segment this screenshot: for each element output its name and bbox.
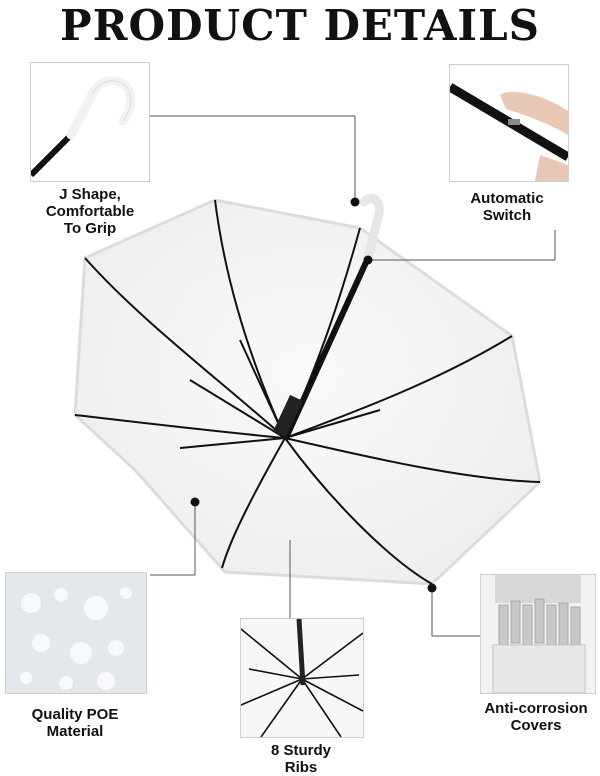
ribs-thumbnail [240, 618, 364, 738]
material-feature-label: Quality POE Material [31, 706, 119, 740]
covers-thumbnail [480, 574, 596, 694]
handle-feature-label: J Shape, Comfortable To Grip [45, 186, 135, 237]
ribs-feature-label: 8 Sturdy Ribs [270, 742, 331, 776]
handle-thumbnail [30, 62, 150, 182]
switch-thumbnail [449, 64, 569, 182]
switch-feature-label: Automatic Switch [470, 190, 544, 224]
page-title: PRODUCT DETAILS [60, 1, 540, 50]
covers-feature-label: Anti-corrosion Covers [484, 700, 588, 734]
handle-j [359, 194, 384, 263]
material-thumbnail [5, 572, 147, 694]
